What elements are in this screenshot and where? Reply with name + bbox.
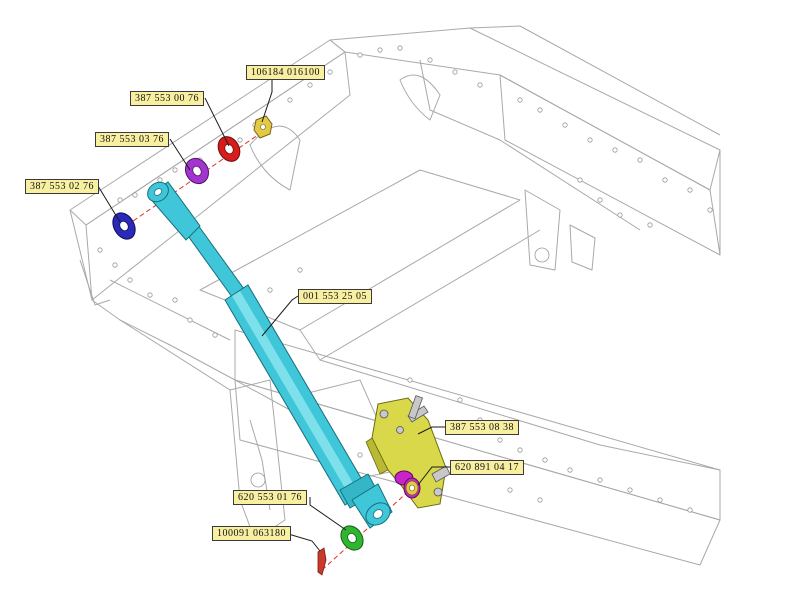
label-washer-green: 620 553 01 76 xyxy=(233,490,307,505)
washer-red xyxy=(217,136,241,162)
pin-part xyxy=(317,547,327,576)
leader-washer-red xyxy=(204,97,230,147)
nut xyxy=(253,115,273,139)
label-bushing: 620 891 04 17 xyxy=(450,460,524,475)
label-washer-red: 387 553 00 76 xyxy=(130,91,204,106)
leader-washer-purple xyxy=(169,138,191,171)
leader-pin xyxy=(284,532,321,552)
washer-green xyxy=(340,525,364,551)
leader-washer-green xyxy=(309,497,347,531)
washer-purple xyxy=(184,157,210,185)
mounting-bracket xyxy=(365,395,451,509)
leader-cylinder xyxy=(261,295,299,337)
leader-lines xyxy=(97,78,450,552)
leader-washer-blue xyxy=(97,185,121,223)
label-pin: 100091 063180 xyxy=(212,526,291,541)
washer-blue xyxy=(112,212,136,240)
label-cylinder: 001 553 25 05 xyxy=(298,289,372,304)
assembly-axis-bottom xyxy=(321,487,413,571)
leader-bracket xyxy=(417,426,445,435)
leader-bushing xyxy=(417,466,450,486)
chassis-frame xyxy=(69,25,721,566)
bushing xyxy=(394,470,421,499)
label-nut: 106184 016100 xyxy=(246,65,325,80)
hydraulic-cylinder xyxy=(147,181,393,529)
label-washer-purple: 387 553 03 76 xyxy=(95,132,169,147)
leader-nut xyxy=(261,78,273,123)
label-washer-blue: 387 553 02 76 xyxy=(25,179,99,194)
label-bracket: 387 553 08 38 xyxy=(445,420,519,435)
